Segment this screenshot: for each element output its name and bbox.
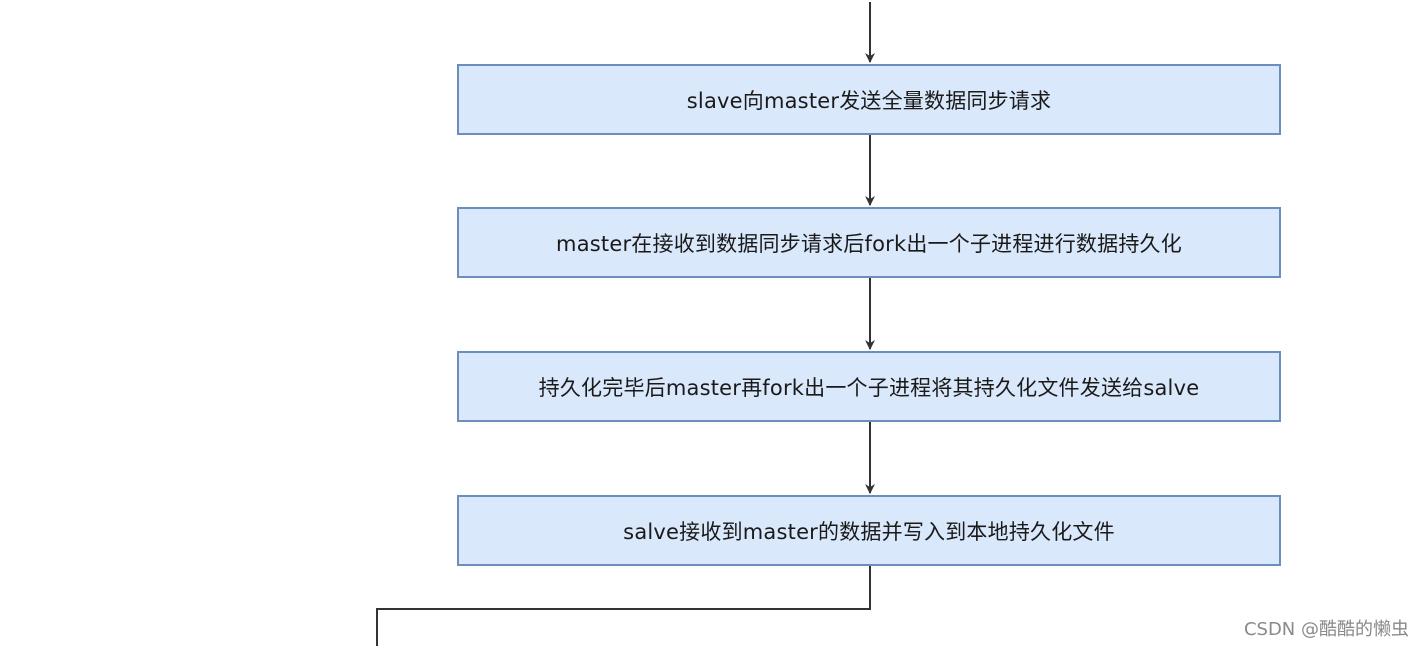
step-box-send-sync-request: slave向master发送全量数据同步请求 — [457, 64, 1281, 135]
step-label: 持久化完毕后master再fork出一个子进程将其持久化文件发送给salve — [538, 375, 1200, 400]
watermark: CSDN @酷酷的懒虫 — [1243, 619, 1409, 640]
step-label: master在接收到数据同步请求后fork出一个子进程进行数据持久化 — [556, 231, 1182, 256]
step-label: slave向master发送全量数据同步请求 — [686, 88, 1052, 113]
outgoing-connector — [376, 566, 871, 646]
step-box-fork-persist: master在接收到数据同步请求后fork出一个子进程进行数据持久化 — [457, 207, 1281, 278]
step-label: salve接收到master的数据并写入到本地持久化文件 — [623, 519, 1115, 544]
step-box-write-local-file: salve接收到master的数据并写入到本地持久化文件 — [457, 495, 1281, 566]
step-box-send-persist-file: 持久化完毕后master再fork出一个子进程将其持久化文件发送给salve — [457, 351, 1281, 422]
